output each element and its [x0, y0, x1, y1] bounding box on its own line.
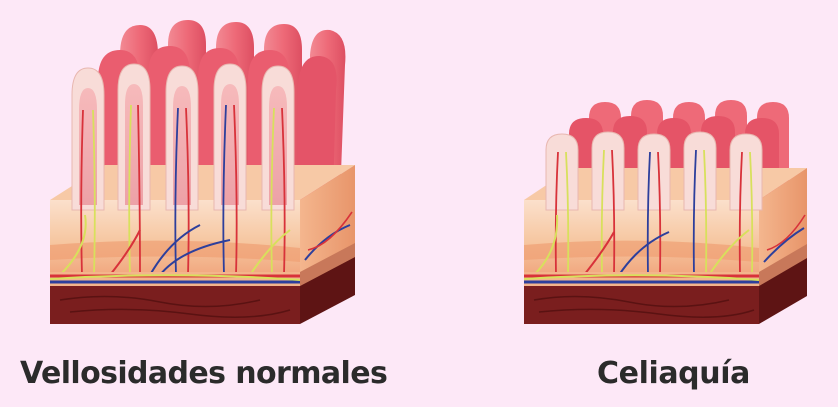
vessel-layer	[50, 272, 300, 286]
villus-front	[72, 68, 104, 210]
villus-front	[166, 66, 198, 210]
vessel-layer	[524, 272, 759, 286]
villus-front	[546, 134, 578, 210]
celiac-villi-illustration	[419, 0, 838, 407]
villus-front	[638, 134, 670, 210]
normal-villi-illustration	[0, 0, 419, 407]
caption-celiac: Celiaquía	[597, 356, 750, 391]
villus-front	[684, 132, 716, 210]
villus-front	[592, 132, 624, 210]
muscle-layer-front	[524, 286, 759, 324]
caption-normal-villi: Vellosidades normales	[20, 356, 387, 391]
villus-front	[214, 64, 246, 210]
panel-celiac-villi	[419, 0, 838, 407]
villus-front	[262, 66, 294, 210]
panel-normal-villi	[0, 0, 419, 407]
villus-front	[730, 134, 762, 210]
tissue-front-face	[524, 200, 759, 275]
villus-front	[118, 64, 150, 210]
